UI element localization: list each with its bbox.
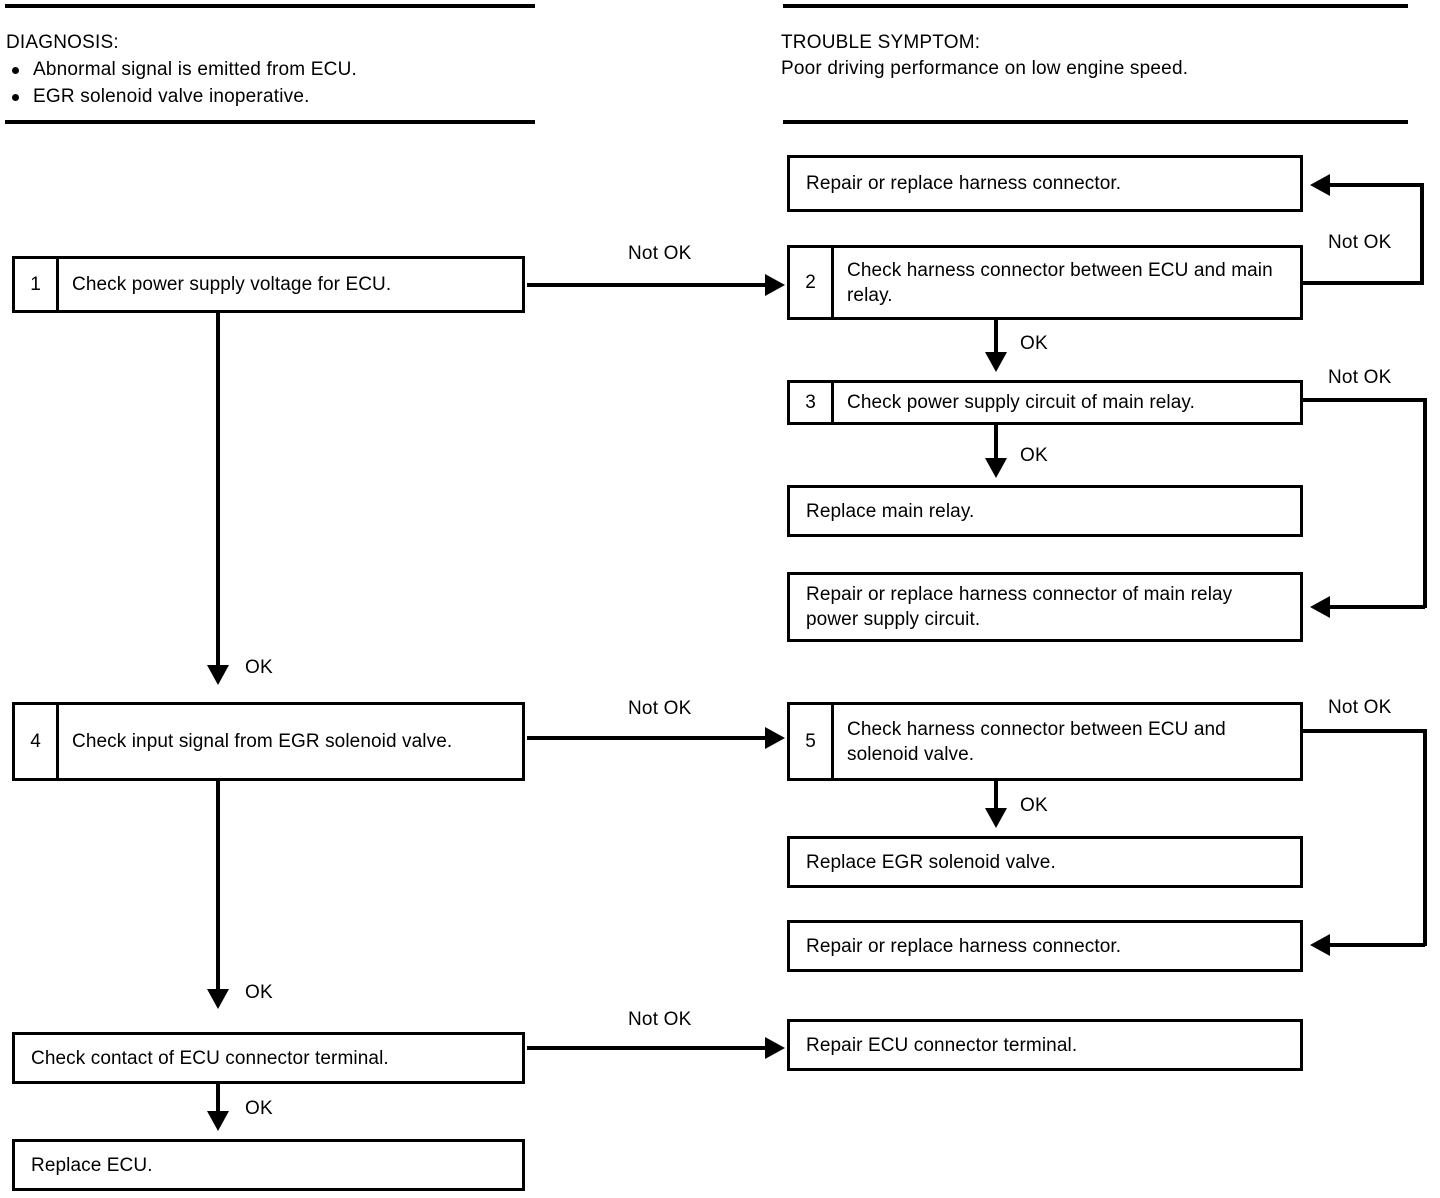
edge-1-to-2-line — [527, 283, 767, 287]
box-repair-harness-connector-2[interactable]: Repair or replace harness connector. — [787, 920, 1303, 972]
list-item: EGR solenoid valve inoperative. — [6, 83, 357, 110]
edge-3-to-replace-line — [994, 425, 998, 465]
edge-5-notok-arrowhead — [1310, 934, 1330, 956]
box-repair-harness-connector-1[interactable]: Repair or replace harness connector. — [787, 155, 1303, 212]
box-text: Repair or replace harness connector. — [806, 173, 1122, 194]
edge-label-not-ok: Not OK — [1328, 697, 1392, 718]
header-rule-left — [5, 120, 535, 124]
box-text: Repair or replace harness connector of m… — [806, 584, 1233, 630]
trouble-symptom-text: Poor driving performance on low engine s… — [781, 58, 1189, 79]
box-replace-egr-solenoid-valve[interactable]: Replace EGR solenoid valve. — [787, 836, 1303, 888]
box-text: Check power supply circuit of main relay… — [847, 392, 1195, 413]
box-text: Check harness connector between ECU and … — [847, 718, 1226, 765]
edge-5-notok-line-in — [1330, 943, 1425, 947]
box-text: Check harness connector between ECU and … — [847, 259, 1273, 306]
bullet-dot-icon — [12, 67, 19, 74]
edge-5-notok-line-down — [1423, 729, 1427, 946]
edge-label-not-ok: Not OK — [1328, 232, 1392, 253]
box-step-2[interactable]: 2 Check harness connector between ECU an… — [787, 245, 1303, 320]
box-step-1[interactable]: 1 Check power supply voltage for ECU. — [12, 256, 525, 313]
edge-label-ok: OK — [1020, 445, 1048, 466]
edge-2-to-3-arrowhead — [985, 352, 1007, 372]
edge-4-to-check-contact-line — [216, 781, 220, 996]
edge-label-not-ok: Not OK — [628, 243, 692, 264]
edge-label-not-ok: Not OK — [628, 698, 692, 719]
box-text: Replace ECU. — [31, 1154, 153, 1176]
diagnosis-bullet-text: Abnormal signal is emitted from ECU. — [33, 59, 357, 80]
edge-check-contact-notok-line — [527, 1046, 767, 1050]
edge-label-ok: OK — [1020, 795, 1048, 816]
edge-3-notok-line-out — [1301, 398, 1427, 402]
edge-2-notok-line-up — [1420, 183, 1424, 285]
edge-4-to-5-arrowhead — [765, 727, 785, 749]
edge-check-contact-to-replace-ecu-arrowhead — [207, 1111, 229, 1131]
diagnosis-title: DIAGNOSIS: — [6, 32, 119, 53]
edge-3-notok-line-in — [1330, 605, 1425, 609]
box-text: Check input signal from EGR solenoid val… — [72, 731, 453, 752]
edge-label-not-ok: Not OK — [1328, 367, 1392, 388]
diagnosis-bullet-text: EGR solenoid valve inoperative. — [33, 86, 310, 107]
header-rule-right — [783, 120, 1408, 124]
box-text: Check contact of ECU connector terminal. — [31, 1047, 389, 1069]
edge-check-contact-notok-arrowhead — [765, 1037, 785, 1059]
edge-label-ok: OK — [245, 982, 273, 1003]
edge-3-to-replace-arrowhead — [985, 458, 1007, 478]
edge-label-not-ok: Not OK — [628, 1009, 692, 1030]
edge-label-ok: OK — [245, 657, 273, 678]
box-text: Replace EGR solenoid valve. — [806, 851, 1056, 873]
trouble-symptom-block: TROUBLE SYMPTOM: Poor driving performanc… — [781, 30, 1188, 82]
edge-5-to-replace-line — [994, 781, 998, 819]
box-text: Repair or replace harness connector. — [806, 935, 1122, 957]
edge-2-to-3-line — [994, 320, 998, 360]
edge-label-ok: OK — [1020, 333, 1048, 354]
box-step-number: 2 — [790, 248, 834, 317]
edge-5-notok-line-out — [1301, 729, 1427, 733]
edge-3-notok-arrowhead — [1310, 596, 1330, 618]
box-check-ecu-contact[interactable]: Check contact of ECU connector terminal. — [12, 1032, 525, 1084]
edge-label-ok: OK — [245, 1098, 273, 1119]
box-text: Repair ECU connector terminal. — [806, 1034, 1078, 1056]
edge-3-notok-line-down — [1423, 398, 1427, 608]
edge-1-to-4-arrowhead — [207, 665, 229, 685]
edge-4-to-5-line — [527, 736, 767, 740]
box-step-number: 1 — [15, 259, 59, 310]
box-step-5[interactable]: 5 Check harness connector between ECU an… — [787, 702, 1303, 781]
edge-2-notok-line-out — [1301, 281, 1424, 285]
box-step-number: 5 — [790, 705, 834, 778]
list-item: Abnormal signal is emitted from ECU. — [6, 56, 357, 83]
box-step-4[interactable]: 4 Check input signal from EGR solenoid v… — [12, 702, 525, 781]
top-rule-left — [5, 4, 535, 8]
trouble-symptom-title: TROUBLE SYMPTOM: — [781, 32, 981, 53]
box-step-number: 4 — [15, 705, 59, 778]
top-rule-right — [783, 4, 1408, 8]
edge-1-to-4-line — [216, 312, 220, 672]
box-step-3[interactable]: 3 Check power supply circuit of main rel… — [787, 380, 1303, 425]
box-repair-ecu-terminal[interactable]: Repair ECU connector terminal. — [787, 1019, 1303, 1071]
edge-check-contact-to-replace-ecu-line — [216, 1084, 220, 1122]
box-replace-main-relay[interactable]: Replace main relay. — [787, 485, 1303, 537]
box-step-number: 3 — [790, 383, 834, 422]
edge-2-notok-line-in — [1330, 183, 1424, 187]
edge-5-to-replace-arrowhead — [985, 808, 1007, 828]
box-repair-main-relay-circuit[interactable]: Repair or replace harness connector of m… — [787, 572, 1303, 642]
box-replace-ecu[interactable]: Replace ECU. — [12, 1139, 525, 1191]
edge-1-to-2-arrowhead — [765, 274, 785, 296]
diagnosis-bullets: Abnormal signal is emitted from ECU. EGR… — [6, 56, 357, 110]
edge-2-notok-arrowhead — [1310, 174, 1330, 196]
box-text: Replace main relay. — [806, 500, 975, 522]
box-text: Check power supply voltage for ECU. — [72, 274, 392, 295]
edge-4-to-check-contact-arrowhead — [207, 989, 229, 1009]
bullet-dot-icon — [12, 94, 19, 101]
diagnosis-block: DIAGNOSIS: Abnormal signal is emitted fr… — [6, 30, 357, 110]
